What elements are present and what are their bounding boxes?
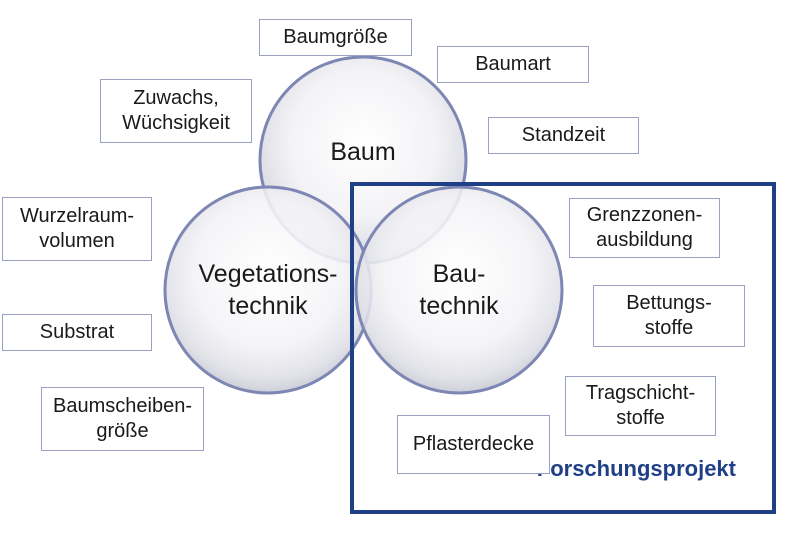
- box-wurzelraum: Wurzelraum- volumen: [2, 197, 152, 261]
- box-tragschicht: Tragschicht- stoffe: [565, 376, 716, 436]
- box-bettungsstoffe: Bettungs- stoffe: [593, 285, 745, 347]
- box-substrat: Substrat: [2, 314, 152, 351]
- box-baumscheiben: Baumscheiben- größe: [41, 387, 204, 451]
- box-grenzzonen: Grenzzonen- ausbildung: [569, 198, 720, 258]
- circle-bautechnik: [354, 185, 564, 395]
- box-zuwachs: Zuwachs, Wüchsigkeit: [100, 79, 252, 143]
- forschungsprojekt-frame: Forschungsprojekt: [350, 182, 776, 514]
- forschungsprojekt-label: Forschungsprojekt: [536, 456, 736, 481]
- box-baumgroesse: Baumgröße: [259, 19, 412, 56]
- box-standzeit: Standzeit: [488, 117, 639, 154]
- box-pflasterdecke: Pflasterdecke: [397, 415, 550, 474]
- circle-label-vegetationstechnik: Vegetations- technik: [198, 260, 338, 320]
- circle-label-bautechnik: Bau- technik: [419, 260, 499, 320]
- box-baumart: Baumart: [437, 46, 589, 83]
- circle-label-baum: Baum: [330, 138, 396, 166]
